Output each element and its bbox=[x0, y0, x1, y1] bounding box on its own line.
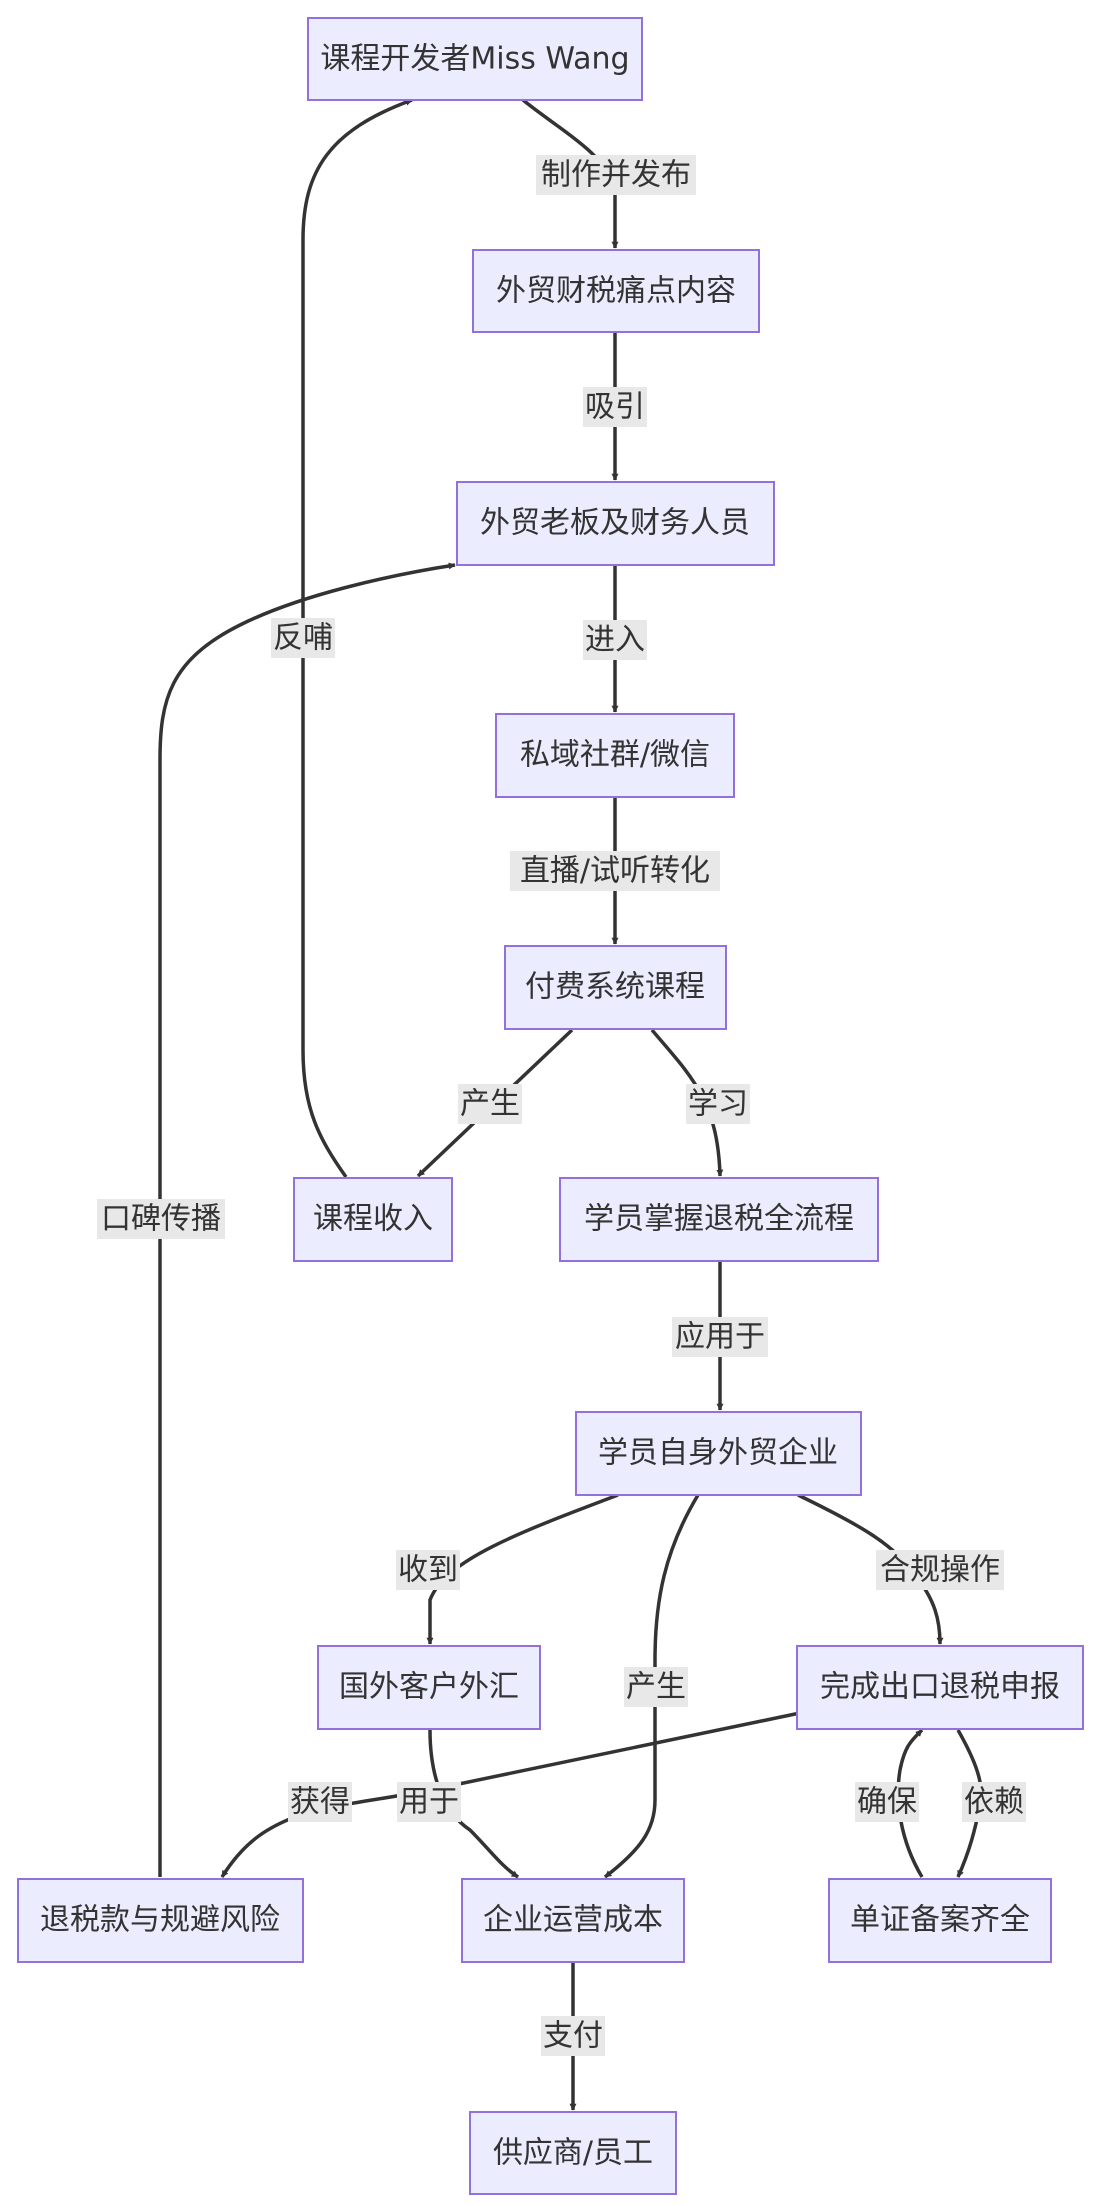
label-compliance-text: 合规操作 bbox=[880, 1553, 1000, 1588]
node-operating-cost-label: 企业运营成本 bbox=[483, 1903, 663, 1938]
node-refund-and-risk-label: 退税款与规避风险 bbox=[40, 1903, 280, 1938]
node-pain-point-content[interactable]: 外贸财税痛点内容 bbox=[472, 249, 760, 333]
node-paid-course-label: 付费系统课程 bbox=[525, 970, 705, 1005]
node-private-community-label: 私域社群/微信 bbox=[520, 738, 710, 773]
label-apply-to-text: 应用于 bbox=[675, 1320, 765, 1355]
label-compliance: 合规操作 bbox=[876, 1550, 1004, 1590]
label-pay-text: 支付 bbox=[543, 2019, 603, 2054]
node-paid-course[interactable]: 付费系统课程 bbox=[504, 945, 727, 1030]
label-attract-text: 吸引 bbox=[585, 390, 645, 425]
label-enter-text: 进入 bbox=[585, 623, 645, 658]
edge-refund-to-boss bbox=[158, 562, 456, 1877]
label-make-publish-text: 制作并发布 bbox=[541, 158, 691, 193]
edge-enterprise-to-forex bbox=[426, 1493, 619, 1645]
label-use-for-text: 用于 bbox=[399, 1785, 459, 1820]
label-produce-income: 产生 bbox=[458, 1084, 522, 1124]
node-master-process-label: 学员掌握退税全流程 bbox=[584, 1202, 854, 1237]
edge-docs-to-declare bbox=[896, 1728, 924, 1878]
label-attract: 吸引 bbox=[583, 387, 647, 427]
node-tax-refund-declaration[interactable]: 完成出口退税申报 bbox=[796, 1645, 1084, 1730]
node-foreign-exchange[interactable]: 国外客户外汇 bbox=[317, 1645, 541, 1730]
label-apply-to: 应用于 bbox=[672, 1317, 768, 1357]
node-course-income[interactable]: 课程收入 bbox=[293, 1177, 453, 1262]
label-enter: 进入 bbox=[583, 620, 647, 660]
node-own-enterprise[interactable]: 学员自身外贸企业 bbox=[575, 1411, 862, 1496]
label-produce-cost: 产生 bbox=[624, 1667, 688, 1707]
label-receive: 收到 bbox=[396, 1550, 460, 1590]
label-receive-text: 收到 bbox=[398, 1553, 458, 1588]
label-obtain-text: 获得 bbox=[290, 1785, 350, 1820]
node-foreign-exchange-label: 国外客户外汇 bbox=[339, 1670, 519, 1705]
node-pain-point-content-label: 外贸财税痛点内容 bbox=[496, 274, 736, 309]
node-course-developer-label: 课程开发者Miss Wang bbox=[320, 42, 629, 77]
label-ensure-text: 确保 bbox=[857, 1785, 917, 1820]
label-convert-text: 直播/试听转化 bbox=[520, 854, 710, 889]
edge-enterprise-to-cost bbox=[603, 1494, 700, 1879]
label-feedback: 反哺 bbox=[271, 618, 335, 658]
label-produce-cost-text: 产生 bbox=[626, 1670, 686, 1705]
node-boss-and-finance[interactable]: 外贸老板及财务人员 bbox=[456, 481, 775, 566]
node-operating-cost[interactable]: 企业运营成本 bbox=[461, 1878, 685, 1963]
node-course-income-label: 课程收入 bbox=[313, 1202, 433, 1237]
label-word-of-mouth: 口碑传播 bbox=[97, 1199, 225, 1239]
label-learn-text: 学习 bbox=[688, 1087, 748, 1122]
edge-forex-to-cost bbox=[428, 1729, 519, 1879]
node-supplier-staff[interactable]: 供应商/员工 bbox=[469, 2111, 677, 2195]
label-pay: 支付 bbox=[541, 2016, 605, 2056]
node-course-developer[interactable]: 课程开发者Miss Wang bbox=[307, 17, 643, 101]
node-boss-and-finance-label: 外贸老板及财务人员 bbox=[480, 506, 750, 541]
node-master-process[interactable]: 学员掌握退税全流程 bbox=[559, 1177, 879, 1262]
node-private-community[interactable]: 私域社群/微信 bbox=[495, 713, 735, 798]
label-learn: 学习 bbox=[686, 1084, 750, 1124]
label-depend-text: 依赖 bbox=[964, 1785, 1024, 1820]
label-word-of-mouth-text: 口碑传播 bbox=[101, 1202, 221, 1237]
edge-income-to-dev bbox=[301, 98, 413, 1179]
node-tax-refund-declaration-label: 完成出口退税申报 bbox=[820, 1670, 1060, 1705]
label-obtain: 获得 bbox=[288, 1782, 352, 1822]
label-produce-income-text: 产生 bbox=[460, 1087, 520, 1122]
label-depend: 依赖 bbox=[962, 1782, 1026, 1822]
node-documents-complete[interactable]: 单证备案齐全 bbox=[828, 1878, 1052, 1963]
node-supplier-staff-label: 供应商/员工 bbox=[493, 2136, 653, 2171]
node-own-enterprise-label: 学员自身外贸企业 bbox=[598, 1436, 838, 1471]
label-convert: 直播/试听转化 bbox=[510, 851, 720, 891]
node-refund-and-risk[interactable]: 退税款与规避风险 bbox=[17, 1878, 304, 1963]
label-make-publish: 制作并发布 bbox=[536, 155, 696, 195]
label-feedback-text: 反哺 bbox=[273, 621, 333, 656]
label-use-for: 用于 bbox=[397, 1782, 461, 1822]
node-documents-complete-label: 单证备案齐全 bbox=[850, 1903, 1030, 1938]
label-ensure: 确保 bbox=[855, 1782, 919, 1822]
